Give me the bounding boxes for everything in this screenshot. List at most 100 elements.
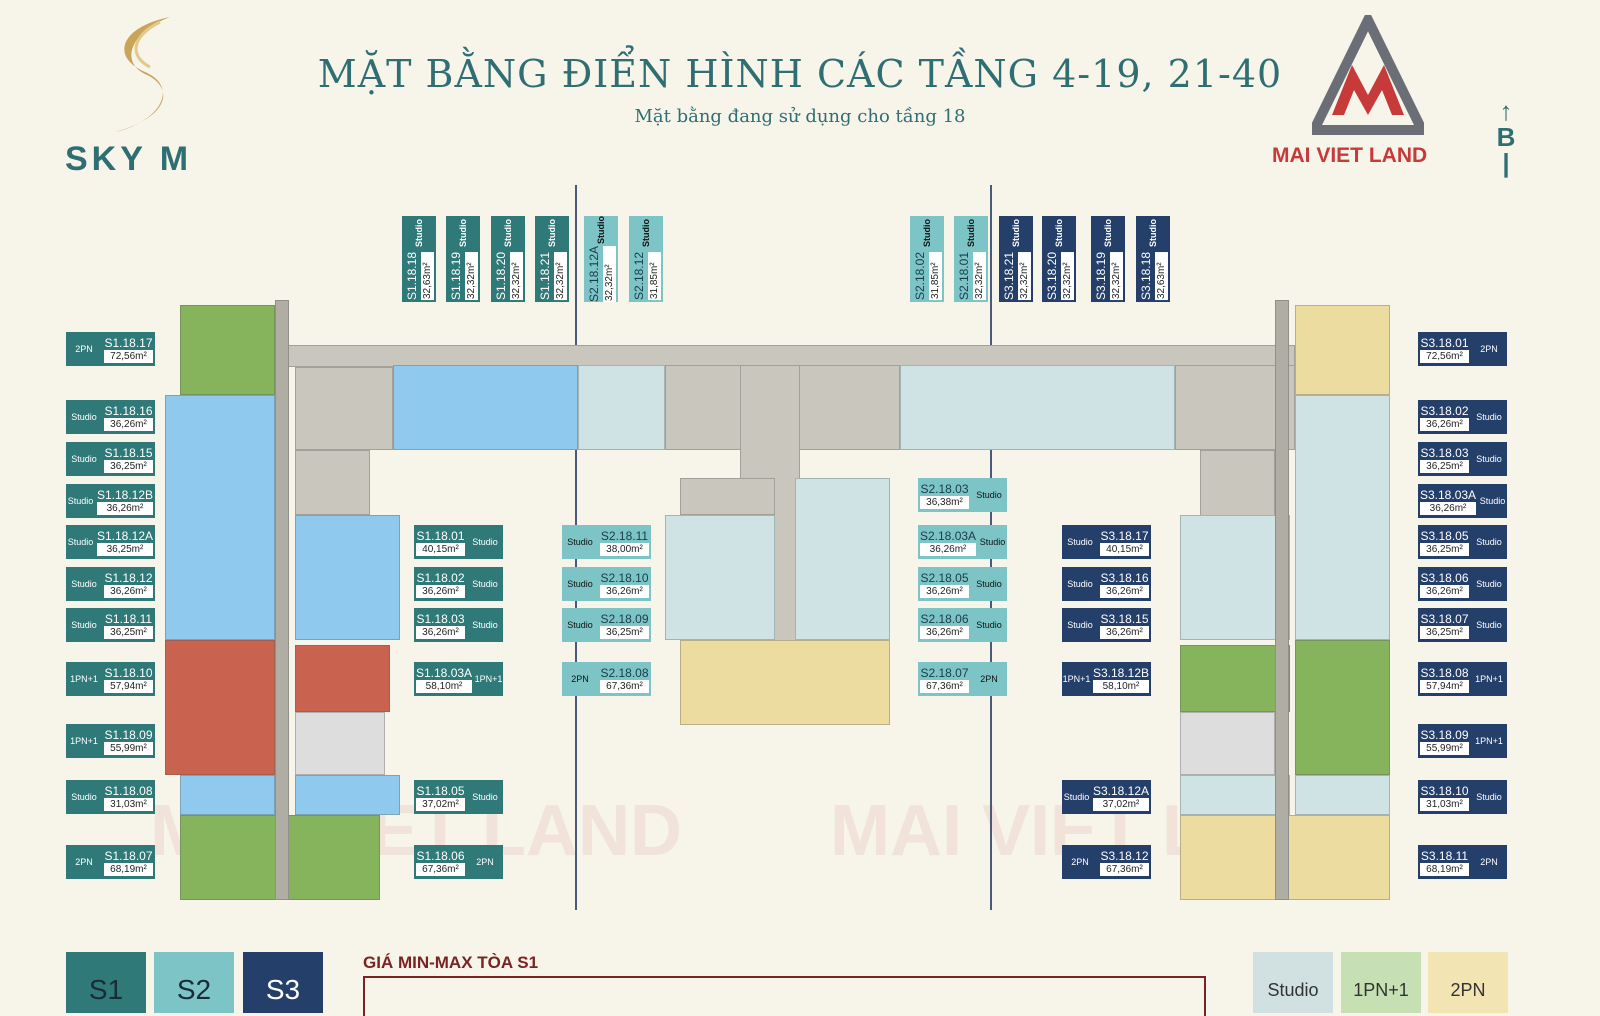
- unit-type: Studio: [71, 454, 97, 464]
- floor-plan-unit-area: [1180, 775, 1290, 815]
- unit-type: Studio: [1067, 620, 1093, 630]
- unit-type: Studio: [641, 218, 651, 247]
- floor-plan-unit-area: [295, 450, 370, 515]
- unit-area: 36,25m²: [1420, 459, 1469, 473]
- unit-type: 2PN: [1480, 344, 1498, 354]
- unit-id: S1.18.10: [104, 665, 153, 680]
- floor-plan-unit-area: [1180, 515, 1290, 640]
- floor-plan-unit-area: [578, 365, 665, 450]
- unit-area: 36,38m²: [920, 495, 969, 509]
- page-subtitle: Mặt bằng đang sử dụng cho tầng 18: [634, 106, 966, 127]
- unit-id: S2.18.03: [920, 481, 969, 496]
- unit-type: Studio: [1476, 620, 1502, 630]
- floor-plan-unit-area: [165, 395, 275, 640]
- unit-id: S2.18.05: [920, 570, 969, 585]
- unit-id: S2.18.03A: [920, 528, 977, 543]
- unit-id: S3.18.11: [1420, 848, 1469, 863]
- unit-id: S3.18.08: [1420, 665, 1469, 680]
- unit-area: 31,03m²: [1420, 797, 1469, 811]
- floor-plan-unit-area: [1180, 645, 1290, 712]
- floor-plan-unit-area: [180, 305, 275, 395]
- unit-type: 1PN+1: [70, 736, 98, 746]
- unit-type: 2PN: [1071, 857, 1089, 867]
- unit-id: S1.18.17: [104, 335, 153, 350]
- unit-id: S1.18.08: [104, 783, 153, 798]
- unit-id: S1.18.06: [416, 848, 465, 863]
- unit-id: S2.18.08: [600, 665, 649, 680]
- floor-plan-unit-area: [900, 365, 1175, 450]
- unit-area: 55,99m²: [104, 741, 153, 755]
- unit-area: 67,36m²: [920, 679, 969, 693]
- unit-area: 67,36m²: [600, 679, 649, 693]
- unit-type: Studio: [976, 620, 1002, 630]
- floor-plan-unit-area: [165, 640, 275, 775]
- unit-area: 32,32m²: [1060, 251, 1074, 300]
- floor-plan-unit-area: [180, 775, 275, 815]
- unit-id: S1.18.12B: [96, 487, 153, 502]
- unit-id: S3.18.12: [1100, 848, 1149, 863]
- unit-type: Studio: [1054, 218, 1064, 247]
- compass-label: B: [1496, 122, 1516, 152]
- unit-id: S3.18.07: [1420, 611, 1469, 626]
- unit-id: S1.18.02: [416, 570, 465, 585]
- unit-id: S2.18.09: [600, 611, 649, 626]
- unit-area: 40,15m²: [416, 542, 465, 556]
- unit-area: 36,26m²: [1100, 625, 1149, 639]
